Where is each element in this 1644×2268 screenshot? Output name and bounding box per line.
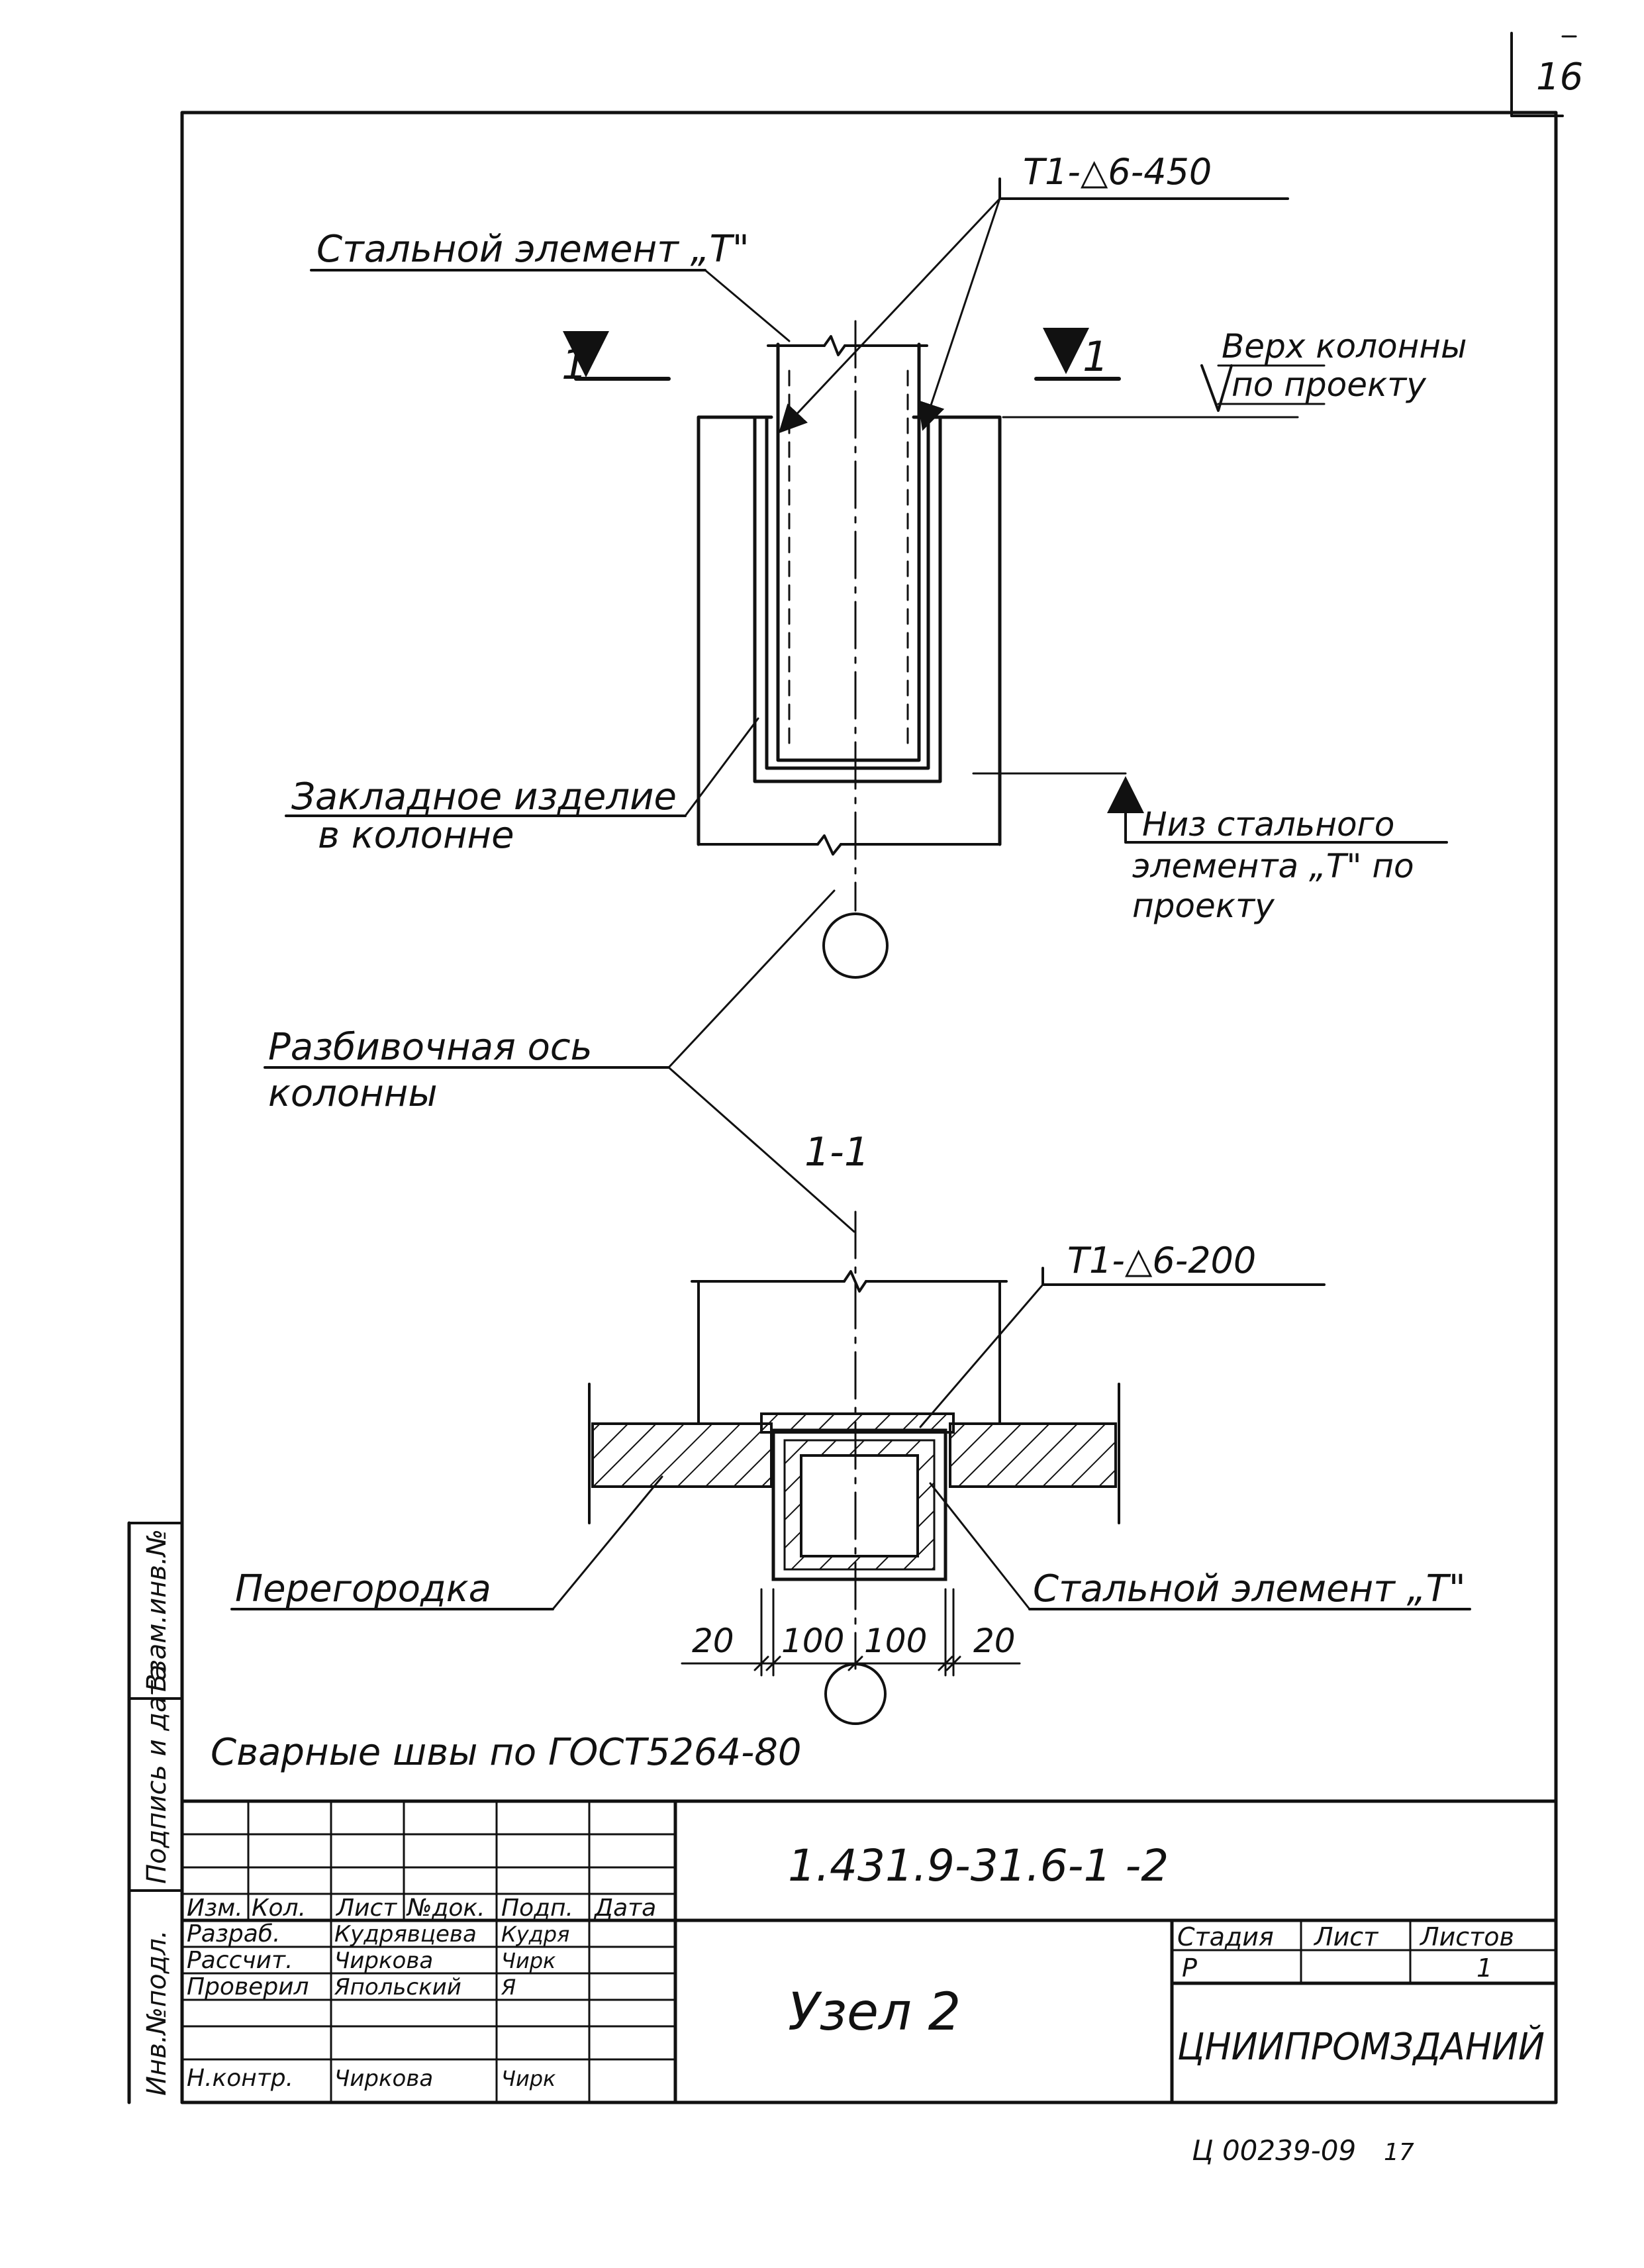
row-sign-1: Чирк [501,1948,556,1973]
section-view: 1-1 T1-△6-200 Перегородка Стальной элеме… [211,1129,1471,1774]
label-column-top: Верх колонны [1222,327,1467,366]
sheet-corner-number: 16 [1536,56,1583,99]
dim-left-100: 100 [781,1622,844,1660]
archive-number-2: 17 [1384,2139,1414,2166]
header-izm: Изм. [187,1895,243,1922]
label-steel-bottom-2: элемента „Т" по [1132,847,1414,885]
row-name-1: Чиркова [334,1948,433,1974]
stage-header: Стадия [1177,1922,1274,1951]
stage-value: Р [1182,1953,1197,1983]
row-name-0: Кудрявцева [334,1921,477,1948]
label-embedded-part-2: в колонне [318,814,514,857]
section-mark-right: 1 [1083,332,1108,381]
label-steel-element-bottom: Стальной элемент „Т" [1033,1567,1466,1610]
row-sign-3: Чирк [501,2066,556,2091]
row-role-2: Проверил [187,1973,309,2000]
sheet-corner: 16 [1510,32,1583,117]
org-name: ЦНИИПРОМЗДАНИЙ [1177,2026,1545,2069]
label-partition: Перегородка [235,1567,491,1610]
header-kol: Кол. [252,1895,306,1922]
welds-note: Сварные швы по ГОСТ5264-80 [211,1731,802,1774]
section-title: 1-1 [804,1129,869,1175]
dim-right-100: 100 [864,1622,927,1660]
label-steel-element-top: Стальной элемент „Т" [316,228,749,271]
row-sign-2: Я [501,1975,516,2000]
title-block: Изм. Кол. Лист №док. Подп. Дата Разраб. … [180,1799,1558,2104]
row-name-3: Чиркова [334,2065,433,2092]
header-doc: №док. [406,1895,485,1922]
row-sign-0: Кудря [501,1922,569,1947]
side-stamp-inv-orig: Инв.№подл. [142,1930,172,2096]
label-embedded-part: Закладное изделие [291,775,677,818]
weld-callout-section: T1-△6-200 [1067,1240,1256,1281]
label-axis: Разбивочная ось [268,1026,593,1069]
sheets-header: Листов [1419,1922,1514,1951]
section-mark-left: 1 [561,340,587,389]
sheets-value: 1 [1476,1953,1492,1983]
row-role-1: Рассчит. [187,1947,293,1974]
label-steel-bottom: Низ стального [1142,805,1394,844]
row-name-2: Япольский [334,1974,461,2000]
side-stamp-sign-date: Подпись и дата [142,1665,172,1884]
weld-callout-top: T1-△6-450 [1023,151,1212,193]
label-column-top-2: по проекту [1232,366,1427,404]
row-role-0: Разраб. [187,1920,280,1948]
side-stamp: Взам.инв.№ Подпись и дата Инв.№подл. [127,1521,183,2104]
dim-right-20: 20 [973,1622,1016,1660]
dim-left-20: 20 [692,1622,734,1660]
label-steel-bottom-3: проекту [1132,887,1275,925]
label-axis-2: колонны [268,1072,438,1115]
archive-number: Ц 00239-09 [1192,2134,1356,2167]
side-stamp-replace-inv: Взам.инв.№ [142,1529,172,1692]
sheet-title: Узел 2 [788,1983,961,2042]
row-role-3: Н.контр. [187,2065,293,2092]
sheet-header: Лист [1313,1922,1379,1951]
elevation-view: 1 1 T1-△6-450 Стальной элемент „Т" Верх … [264,151,1467,1233]
header-list: Лист [335,1895,397,1922]
header-sign: Подп. [501,1895,573,1922]
doc-code: 1.431.9-31.6-1 -2 [788,1840,1169,1891]
header-date: Дата [593,1895,656,1922]
